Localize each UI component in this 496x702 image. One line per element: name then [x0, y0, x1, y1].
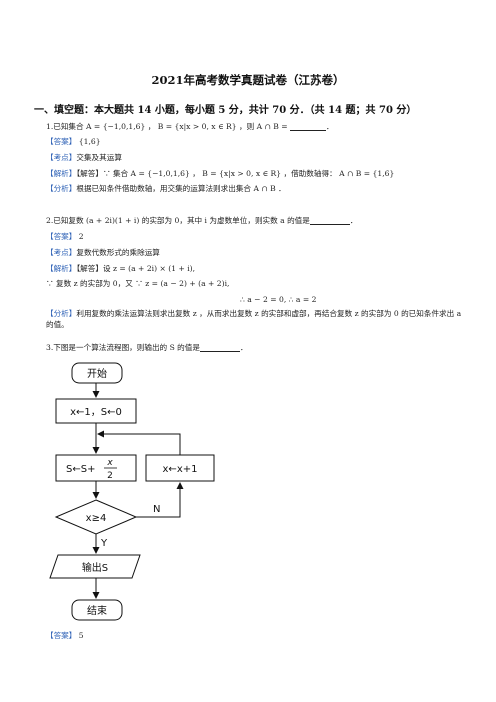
q3-answer: 【答案】 5 [46, 630, 84, 641]
start-node [71, 362, 123, 384]
q2-point-text: 复数代数形式的乘除运算 [76, 248, 160, 257]
q1-point-tag: 【考点】 [46, 153, 77, 162]
q2-fenxi-tag: 【分析】 [46, 309, 77, 318]
q1-stem-text: 1.已知集合 A = {−1,0,1,6} ， B = {x|x > 0, x … [46, 122, 291, 131]
q3-answer-tag: 【答案】 [46, 631, 77, 640]
q1-fenxi: 【分析】根据已知条件借助数轴，用交集的运算法则求出集合 A ∩ B ． [46, 183, 286, 194]
no-label: N [153, 504, 160, 515]
q2-stem: 2.已知复数 (a + 2i)(1 + i) 的实部为 0，其中 i 为虚数单位… [46, 215, 357, 226]
q1-answer: 【答案】 {1,6} [46, 136, 101, 147]
q2-blank [309, 216, 350, 225]
end-node [71, 599, 123, 621]
q2-analysis-text: 【解答】设 z = (a + 2i) × (1 + i), [76, 264, 196, 273]
q2-answer-value: 2 [78, 232, 84, 241]
q3-answer-value: 5 [78, 631, 84, 640]
q2-line2: ∵ 复数 z 的实部为 0，又 ∵ z = (a − 2) + (a + 2)i… [46, 279, 230, 288]
q1-answer-value: {1,6} [78, 137, 101, 146]
page-title: 2021年高考数学真题试卷（江苏卷） [151, 73, 345, 87]
q1-fenxi-tag: 【分析】 [46, 184, 77, 193]
q1-analysis: 【解析】【解答】∵ 集合 A = {−1,0,1,6} ， B = {x|x >… [46, 168, 394, 179]
process-label: S←S+ [66, 464, 95, 475]
output-node [49, 554, 141, 579]
output-label: 输出S [82, 561, 108, 574]
decision-label: x≥4 [86, 513, 107, 524]
start-label: 开始 [87, 367, 107, 380]
q3-stem-end: ． [239, 343, 248, 352]
q2-point-tag: 【考点】 [46, 248, 77, 257]
q2-fenxi: 【分析】利用复数的乘法运算法则求出复数 z ，从而求出复数 z 的实部和虚部，再… [46, 308, 466, 330]
q1-answer-tag: 【答案】 [46, 137, 77, 146]
q1-analysis-text: 【解答】∵ 集合 A = {−1,0,1,6} ， B = {x|x > 0, … [76, 169, 395, 178]
q1-stem: 1.已知集合 A = {−1,0,1,6} ， B = {x|x > 0, x … [46, 121, 334, 132]
q3-stem-text: 3.下图是一个算法流程图，则输出的 S 的值是 [46, 343, 200, 352]
q2-stem-end: ． [349, 216, 358, 225]
q1-point: 【考点】交集及其运算 [46, 152, 122, 163]
arrow-loop-back [97, 430, 181, 455]
q1-blank [290, 122, 327, 131]
q2-analysis-tag: 【解析】 [46, 264, 77, 273]
q2-analysis: 【解析】【解答】设 z = (a + 2i) × (1 + i), [46, 263, 195, 274]
init-label: x←1，S←0 [70, 407, 122, 418]
q3-blank [199, 343, 240, 352]
q1-fenxi-text: 根据已知条件借助数轴，用交集的运算法则求出集合 A ∩ B ． [76, 184, 286, 193]
q2-stem-text: 2.已知复数 (a + 2i)(1 + i) 的实部为 0，其中 i 为虚数单位… [46, 216, 310, 225]
q2-line3: ∴ a − 2 = 0, ∴ a = 2 [240, 295, 317, 304]
q2-answer-tag: 【答案】 [46, 232, 77, 241]
q2-answer: 【答案】 2 [46, 231, 84, 242]
increment-label: x←x+1 [163, 464, 198, 475]
q1-analysis-tag: 【解析】 [46, 169, 77, 178]
end-label: 结束 [87, 604, 107, 617]
fraction-numerator: x [106, 458, 113, 468]
q1-point-text: 交集及其运算 [76, 153, 122, 162]
section-heading: 一、填空题：本大题共 14 小题，每小题 5 分，共计 70 分．（共 14 题… [34, 105, 417, 116]
yes-label: Y [100, 538, 108, 549]
q3-stem: 3.下图是一个算法流程图，则输出的 S 的值是 ． [46, 342, 248, 353]
q2-fenxi-text: 利用复数的乘法运算法则求出复数 z ，从而求出复数 z 的实部和虚部，再结合复数… [46, 309, 462, 329]
q1-stem-end: ． [326, 122, 334, 131]
q2-point: 【考点】复数代数形式的乘除运算 [46, 247, 160, 258]
arrow-decision-no [136, 482, 184, 518]
fraction-denominator: 2 [107, 471, 113, 481]
